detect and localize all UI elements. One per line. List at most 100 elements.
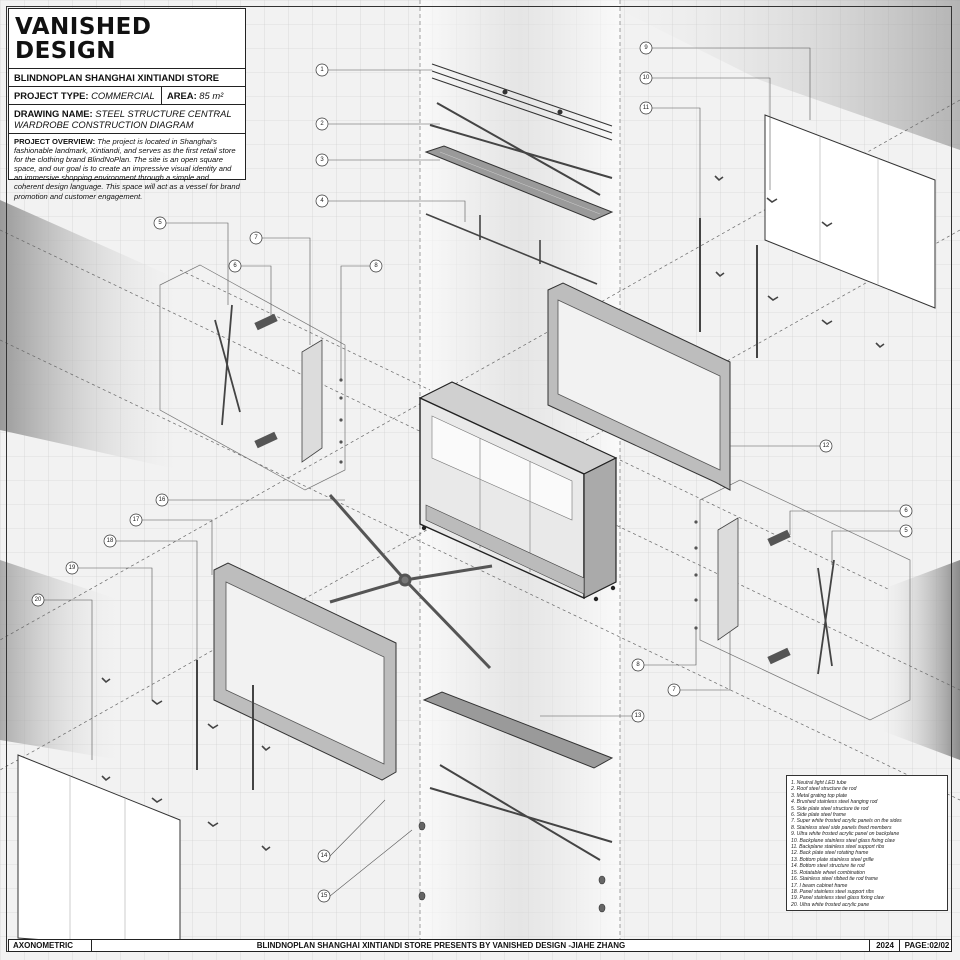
back-rotating-frame <box>547 282 731 491</box>
led-tube-assembly <box>431 63 613 141</box>
legend-item: 3. Metal grating top plate <box>791 792 848 799</box>
callout-19: 19 <box>69 565 76 571</box>
callout-10: 10 <box>643 75 650 81</box>
legend-item: 2. Roof steel structure tie rod <box>791 786 857 793</box>
callout-15: 15 <box>321 893 328 899</box>
backplane-fixing-claws <box>714 175 885 349</box>
callout-20: 20 <box>35 597 42 603</box>
studio-name: VANISHED DESIGN <box>9 9 245 69</box>
page-number: PAGE:02/02 <box>899 940 954 951</box>
right-side-bracket-bottom <box>767 647 791 665</box>
view-type: AXONOMETRIC <box>9 940 92 951</box>
footer-bar: AXONOMETRIC BLINDNOPLAN SHANGHAI XINTIAN… <box>8 939 952 952</box>
callout-8: 8 <box>374 263 378 269</box>
project-type-cell: PROJECT TYPE: COMMERCIAL <box>9 87 161 104</box>
left-frame-bracket-bottom <box>254 431 278 449</box>
callout-8-right: 8 <box>636 662 640 668</box>
callout-7: 7 <box>254 235 258 241</box>
legend-item: 4. Brushed stainless steel hanging rod <box>791 799 878 806</box>
legend-item: 1. Neutral light LED tube <box>791 780 847 786</box>
callout-6: 6 <box>233 263 237 269</box>
callout-numbers: 1 2 3 4 5 6 7 8 9 10 11 12 13 14 15 16 1… <box>35 45 909 899</box>
left-side-tie-rods <box>214 304 241 426</box>
right-fixing-members <box>694 520 698 630</box>
year: 2024 <box>869 940 900 951</box>
roof-tie-rods <box>429 102 613 196</box>
rotatable-wheels <box>418 821 606 913</box>
right-module-box <box>699 479 911 721</box>
callout-16: 16 <box>159 497 166 503</box>
legend-item: 13. Bottom plate stainless steel grille <box>791 856 874 863</box>
callout-2: 2 <box>320 121 324 127</box>
callout-18: 18 <box>107 538 114 544</box>
legend-item: 17. I beam cabinet frame <box>791 882 848 889</box>
bottom-grille-plate <box>422 691 614 769</box>
overview-label: PROJECT OVERVIEW: <box>14 137 96 146</box>
legend-item: 16. Stainless steel ribbed tie rod frame <box>791 876 878 883</box>
legend-item: 14. Bottom steel structure tie rod <box>791 863 865 870</box>
callout-9: 9 <box>644 45 648 51</box>
project-type-value: COMMERCIAL <box>91 90 155 101</box>
central-wardrobe <box>418 381 618 602</box>
callout-3: 3 <box>320 157 324 163</box>
legend-item: 5. Side plate steel structure tie rod <box>791 805 869 812</box>
legend-item: 7. Super white frosted acrylic panels on… <box>791 818 902 825</box>
left-wall-shading <box>0 200 180 470</box>
right-wall-shading <box>880 560 960 760</box>
left-fixing-members <box>339 378 343 464</box>
front-fixing-claws <box>101 677 271 852</box>
left-frame-bracket-top <box>254 313 278 331</box>
legend-item: 15. Rotatable wheel combination <box>791 869 865 876</box>
left-acrylic-panel <box>301 339 323 463</box>
callout-1: 1 <box>320 67 324 73</box>
back-acrylic-panel <box>764 114 936 309</box>
title-block: VANISHED DESIGN BLINDNOPLAN SHANGHAI XIN… <box>8 8 246 201</box>
backplane-support-ribs <box>699 218 758 358</box>
area-label: AREA: <box>167 90 197 101</box>
left-module-box <box>159 264 346 491</box>
parts-legend: 1. Neutral light LED tube 2. Roof steel … <box>786 775 948 911</box>
project-name: BLINDNOPLAN SHANGHAI XINTIANDI STORE <box>9 69 245 87</box>
legend-item: 12. Back plate steel rotating frame <box>791 850 869 857</box>
drawing-name-value: STEEL STRUCTURE CENTRAL WARDROBE CONSTRU… <box>14 108 232 130</box>
legend-item: 18. Panel stainless steel support ribs <box>791 888 874 895</box>
left-lower-shading <box>0 560 120 760</box>
callout-17: 17 <box>133 517 140 523</box>
project-type-label: PROJECT TYPE: <box>14 90 89 101</box>
project-overview: PROJECT OVERVIEW: The project is located… <box>9 134 245 204</box>
callout-5: 5 <box>158 220 162 226</box>
right-acrylic-panel <box>717 517 739 641</box>
project-type-row: PROJECT TYPE: COMMERCIAL AREA: 85 m² <box>9 87 245 105</box>
legend-item: 8. Stainless steel side panels fixed mem… <box>791 824 892 831</box>
right-side-bracket-top <box>767 529 791 547</box>
drawing-name-label: DRAWING NAME: <box>14 108 93 119</box>
front-support-ribs <box>196 660 254 790</box>
bottom-tie-rods <box>429 764 613 861</box>
area-value: 85 m² <box>199 90 224 101</box>
callout-4: 4 <box>320 198 324 204</box>
overview-text: The project is located in Shanghai's fas… <box>14 137 240 201</box>
hanging-rod <box>425 213 598 285</box>
area-cell: AREA: 85 m² <box>161 87 228 104</box>
callout-12: 12 <box>823 443 830 449</box>
callout-11: 11 <box>643 105 650 111</box>
callout-5-right: 5 <box>904 528 908 534</box>
projection-lines <box>0 99 960 801</box>
top-right-shading <box>600 0 960 150</box>
ribbed-tie-rod-frame <box>328 494 493 670</box>
callout-7-right: 7 <box>672 687 676 693</box>
callout-markers <box>31 41 913 903</box>
callout-leaders <box>44 47 900 897</box>
legend-item: 10. Backplane stainless steel glass fixi… <box>791 837 895 844</box>
legend-item: 9. Ultra white frosted acrylic panel on … <box>791 831 900 838</box>
drawing-name-row: DRAWING NAME: STEEL STRUCTURE CENTRAL WA… <box>9 105 245 134</box>
legend-item: 6. Side plate steel frame <box>791 812 846 819</box>
callout-6-right: 6 <box>904 508 908 514</box>
legend-item: 11. Backplane stainless steel support ri… <box>791 844 885 851</box>
callout-14: 14 <box>321 853 328 859</box>
legend-item: 20. Ultra white frosted acrylic pane <box>791 901 870 908</box>
i-beam-cabinet-frame <box>213 562 397 781</box>
callout-13: 13 <box>635 713 642 719</box>
